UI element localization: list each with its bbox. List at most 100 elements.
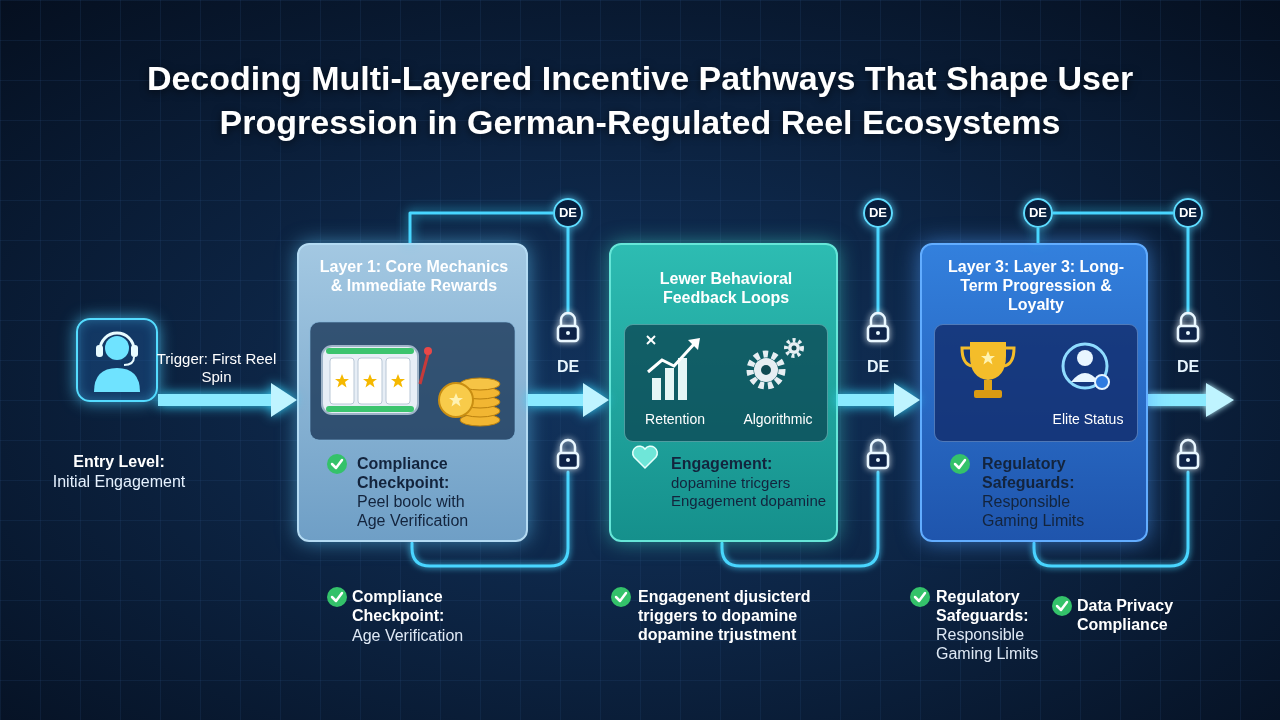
layer-heading: Lewer Behavioral Feedback Loops	[631, 269, 821, 307]
coin	[460, 387, 500, 399]
trophy-icon	[962, 342, 1014, 398]
safeguard-body: Responsible Gaming Limits	[982, 492, 1102, 530]
trophy-stem	[984, 380, 992, 390]
layer-card: Layer 1: Core Mechanics & Immediate Rewa…	[297, 243, 528, 542]
slot-bar	[326, 348, 414, 354]
chart-arrow-head	[688, 338, 700, 350]
slot-reel	[358, 358, 382, 404]
check-icon	[910, 587, 930, 607]
icon-caption: Retention	[625, 411, 725, 428]
flow-arrow	[838, 394, 898, 406]
flow-arrow	[158, 394, 275, 406]
trophy-handle	[1004, 348, 1014, 366]
coin-stack-icon	[439, 378, 500, 426]
slot-body	[322, 346, 418, 414]
user-body	[94, 368, 140, 392]
lock-icon	[868, 313, 888, 341]
safeguard-heading: Regulatory Safeguards:	[982, 454, 1112, 492]
badge-text: DE	[1175, 205, 1201, 221]
checkpoint-body: Age Verification	[352, 626, 512, 645]
slot-machine-icon	[322, 346, 432, 414]
de-tag: DE	[1168, 357, 1208, 376]
glow-wires	[412, 228, 1188, 566]
icon-panel	[310, 322, 515, 440]
slot-lever	[420, 354, 428, 384]
user-head	[105, 336, 129, 360]
coin	[460, 405, 500, 417]
coin	[460, 378, 500, 390]
de-tag: DE	[858, 357, 898, 376]
safeguard-body: Responsible Gaming Limits	[936, 625, 1051, 663]
de-badge: DE	[1023, 198, 1053, 228]
checkpoint-body: Peel boolc with Age Verification	[357, 492, 487, 530]
lock-icon	[868, 440, 888, 468]
layer-card: Layer 3: Layer 3: Long-Term Progression …	[920, 243, 1148, 542]
layer-heading: Layer 1: Core Mechanics & Immediate Rewa…	[319, 257, 509, 295]
check-icon	[1052, 596, 1072, 616]
gear-icon	[750, 340, 802, 386]
big-coin	[439, 383, 473, 417]
user-badge	[1095, 375, 1109, 389]
user-headset-icon	[94, 333, 140, 392]
connector-line	[1037, 228, 1040, 243]
gear-teeth	[786, 340, 802, 356]
icon-caption: Algorithmic	[728, 411, 828, 428]
chart-bar	[665, 368, 674, 400]
coin	[460, 414, 500, 426]
slot-reel	[386, 358, 410, 404]
badge-text: DE	[555, 205, 581, 221]
slot-reel	[330, 358, 354, 404]
flow-arrow	[528, 394, 587, 406]
headset-mic	[124, 357, 134, 365]
retention-chart-icon	[647, 336, 700, 400]
trophy-star	[981, 351, 995, 365]
gear-body	[788, 342, 800, 354]
wire	[877, 228, 880, 313]
slot-lever-knob	[424, 347, 432, 355]
connector-line	[410, 213, 553, 243]
entry-heading: Entry Level:	[38, 452, 200, 471]
icon-panel: Elite Status	[934, 324, 1138, 442]
reel-star	[335, 374, 349, 388]
coin	[460, 396, 500, 408]
exit-arrow	[1148, 383, 1234, 417]
layer-heading: Layer 3: Layer 3: Long-Term Progression …	[932, 257, 1140, 315]
badge-text: DE	[865, 205, 891, 221]
check-icon	[950, 454, 970, 474]
safeguard-heading: Regulatory Safeguards:	[936, 587, 1056, 625]
icon-caption: Elite Status	[1038, 411, 1138, 428]
trophy-base	[974, 390, 1002, 398]
user-head	[1077, 350, 1093, 366]
entry-body: Initial Engagement	[38, 472, 200, 491]
engagement-body: dopamine tricgers Engagement dopamine	[671, 474, 831, 510]
exit-arrow-head	[1206, 383, 1234, 417]
lock-icon	[558, 440, 578, 468]
user-shoulders	[1071, 373, 1099, 382]
lock-icon	[558, 313, 578, 341]
entry-box: Entry Level:Initial Engagement	[76, 318, 158, 402]
headset-band	[100, 333, 134, 350]
checkpoint-heading: Compliance Checkpoint:	[352, 587, 472, 625]
lock-icon	[1178, 313, 1198, 341]
wire	[1187, 228, 1190, 313]
user-ring	[1063, 344, 1107, 388]
reel-star	[363, 374, 377, 388]
slot-bar	[326, 406, 414, 412]
chart-bar	[678, 358, 687, 400]
engagement-heading: Engagement:	[671, 454, 831, 473]
headset-ear	[96, 345, 103, 357]
connector-line	[1053, 212, 1173, 215]
exit-arrow-shaft	[1148, 394, 1208, 406]
coin-star	[449, 393, 463, 407]
feedback-note: Engagenent djusicterd triggers to dopami…	[638, 587, 843, 645]
headset-ear	[131, 345, 138, 357]
chart-mark	[647, 336, 655, 344]
privacy-note: Data Privacy Compliance	[1077, 596, 1197, 634]
icon-panel: RetentionAlgorithmic	[624, 324, 828, 442]
wire	[567, 228, 570, 313]
gear-body	[754, 358, 778, 382]
layer-card: Lewer Behavioral Feedback LoopsEngagemen…	[609, 243, 838, 542]
